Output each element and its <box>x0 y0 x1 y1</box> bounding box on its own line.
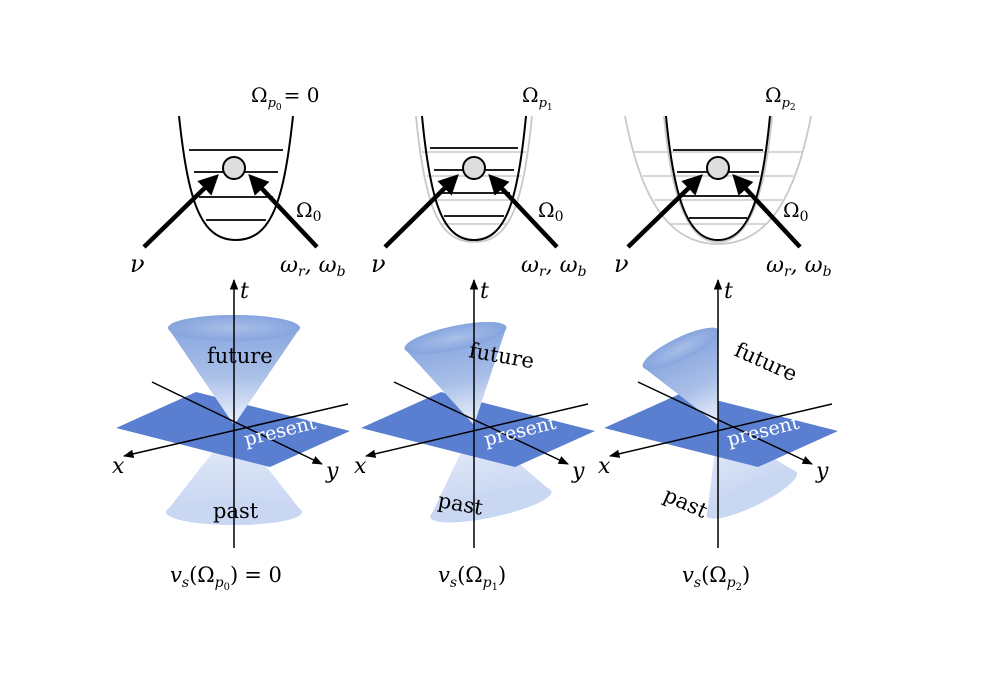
y-axis-3 <box>637 381 813 465</box>
omega-rb-label-3: ωr, ωb <box>766 253 832 280</box>
light-cone-panel-1 <box>116 278 350 548</box>
t-axis-label-2: t <box>480 279 489 304</box>
past-label-3: past <box>660 483 712 524</box>
trap-potential-2 <box>421 115 527 242</box>
nu-beam-arrow-3 <box>626 174 703 249</box>
t-axis-label-1: t <box>240 279 249 304</box>
trap-panel-3 <box>624 115 812 249</box>
y-axis-label-3: y <box>815 459 829 484</box>
future-cone-cap-2 <box>404 321 507 354</box>
omega-beam-arrow-2 <box>488 174 559 249</box>
present-plane-1 <box>116 392 350 467</box>
ghost-potential-2 <box>415 115 533 243</box>
light-cone-panel-2 <box>361 278 595 548</box>
sound-speed-label-2: vs(Ωp1) <box>438 563 506 593</box>
future-label-3: future <box>731 338 801 387</box>
x-axis-label-1: x <box>112 454 125 479</box>
atom-2 <box>462 156 486 180</box>
trap-panel-1 <box>142 115 319 249</box>
t-axis-label-3: t <box>724 279 733 304</box>
past-cone-cap-3 <box>706 469 798 519</box>
nu-beam-arrow-2 <box>383 174 459 249</box>
omega-beam-arrow-1 <box>248 174 319 249</box>
trap-frequency-label-1: Ωp0= 0 <box>251 83 320 113</box>
omega0-label-1: Ω0 <box>296 198 322 225</box>
y-axis-label-2: y <box>571 459 585 484</box>
future-label-1: future <box>207 344 273 368</box>
trap-frequency-label-3: Ωp2 <box>765 83 796 113</box>
sound-speed-label-3: vs(Ωp2) <box>682 563 750 593</box>
x-axis-2 <box>364 403 589 458</box>
omega-rb-label-1: ωr, ωb <box>280 253 346 280</box>
x-axis-3 <box>608 403 833 458</box>
x-axis-label-2: x <box>354 454 367 479</box>
y-axis-2 <box>393 381 569 465</box>
omega-rb-label-2: ωr, ωb <box>521 253 587 280</box>
y-axis-1 <box>151 381 323 465</box>
nu-label-1: ν <box>130 250 145 278</box>
omega0-label-3: Ω0 <box>783 198 809 225</box>
trap-frequency-label-2: Ωp1 <box>522 83 553 113</box>
past-cone-cap-2 <box>430 486 552 523</box>
atom-3 <box>706 156 730 180</box>
omega0-label-2: Ω0 <box>538 198 564 225</box>
x-axis-1 <box>122 403 349 458</box>
nu-beam-arrow-1 <box>142 174 219 249</box>
ghost-potential-3a <box>624 115 812 245</box>
y-axis-label-1: y <box>325 459 339 484</box>
nu-label-2: ν <box>371 250 386 278</box>
ghost-potential-3b <box>663 115 773 243</box>
future-cone-cap-3 <box>642 327 719 370</box>
trap-panel-2 <box>383 115 559 249</box>
omega-beam-arrow-3 <box>732 174 802 249</box>
light-cone-panel-3 <box>604 278 838 548</box>
atom-1 <box>222 156 246 180</box>
nu-label-3: ν <box>614 250 629 278</box>
sound-speed-label-1: vs(Ωp0)= 0 <box>170 563 282 593</box>
trap-potential-3 <box>665 115 771 242</box>
past-label-1: past <box>213 499 259 523</box>
x-axis-label-3: x <box>598 454 611 479</box>
trap-potential-1 <box>178 115 294 242</box>
